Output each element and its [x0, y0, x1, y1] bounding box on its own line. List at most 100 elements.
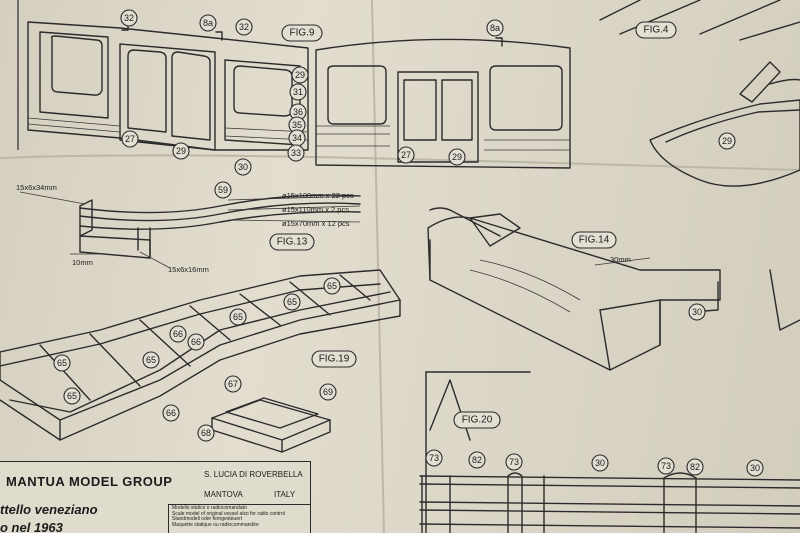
svg-text:66: 66 [166, 408, 176, 418]
callout-27: 27 [397, 146, 415, 164]
callout-30: 30 [234, 158, 252, 176]
paper-fold [0, 154, 800, 171]
callout-59: 59 [214, 181, 232, 199]
svg-text:65: 65 [146, 355, 156, 365]
dimension-label: 30mm [610, 255, 631, 264]
callout-73: 73 [657, 457, 675, 475]
svg-text:29: 29 [295, 70, 305, 80]
callout-73: 73 [505, 453, 523, 471]
title-divider [168, 504, 310, 505]
svg-text:65: 65 [57, 358, 67, 368]
callout-66: 66 [162, 404, 180, 422]
callout-82: 82 [468, 451, 486, 469]
model-legend: Modello statico o radiocomandato Scale m… [172, 505, 285, 528]
svg-text:73: 73 [429, 453, 439, 463]
svg-text:33: 33 [291, 148, 301, 158]
legend-line: Maquette statique ou radiocommandée [172, 521, 259, 528]
svg-text:32: 32 [239, 22, 249, 32]
svg-text:73: 73 [661, 461, 671, 471]
svg-text:34: 34 [292, 133, 302, 143]
svg-text:65: 65 [67, 391, 77, 401]
callout-65: 65 [229, 308, 247, 326]
svg-text:29: 29 [176, 146, 186, 156]
callout-33: 33 [287, 144, 305, 162]
fig19-frame [0, 269, 401, 441]
svg-text:29: 29 [722, 136, 732, 146]
svg-text:31: 31 [293, 87, 303, 97]
callout-29: 29 [448, 148, 466, 166]
callout-30: 30 [746, 459, 764, 477]
callout-68: 68 [197, 424, 215, 442]
callout-65: 65 [142, 351, 160, 369]
svg-text:66: 66 [191, 337, 201, 347]
svg-text:32: 32 [124, 13, 134, 23]
svg-text:FIG.4: FIG.4 [643, 25, 668, 36]
callout-29: 29 [291, 66, 309, 84]
fig4-hull-detail [599, 0, 800, 187]
svg-text:FIG.9: FIG.9 [289, 28, 314, 39]
svg-text:FIG.20: FIG.20 [462, 415, 493, 426]
callout-65: 65 [323, 277, 341, 295]
svg-text:27: 27 [125, 134, 135, 144]
title-divider [168, 504, 169, 533]
callout-34: 34 [288, 129, 306, 147]
company-town: S. LUCIA DI ROVERBELLA [204, 470, 303, 479]
svg-text:30: 30 [692, 307, 702, 317]
svg-text:65: 65 [327, 281, 337, 291]
svg-text:65: 65 [233, 312, 243, 322]
fig4-label: FIG.4 [635, 21, 677, 39]
svg-text:68: 68 [201, 428, 211, 438]
dimension-label: 15x6x34mm [16, 183, 57, 192]
svg-text:FIG.14: FIG.14 [579, 235, 610, 246]
svg-text:8a: 8a [203, 18, 213, 28]
model-name: ttello veneziano [0, 502, 98, 517]
legend-line: Modello statico o radiocomandato [172, 505, 247, 511]
company-city: MANTOVA [204, 490, 243, 499]
fig20-railing [419, 269, 800, 533]
callout-69: 69 [319, 383, 337, 401]
callout-82: 82 [686, 458, 704, 476]
fig9-label: FIG.9 [281, 24, 323, 42]
company-name: MANTUA MODEL GROUP [6, 474, 173, 489]
fig13-planking [19, 191, 361, 269]
title-block: MANTUA MODEL GROUP S. LUCIA DI ROVERBELL… [0, 461, 311, 533]
callout-67: 67 [224, 375, 242, 393]
fig14-label: FIG.14 [571, 231, 617, 249]
callout-29: 29 [718, 132, 736, 150]
callout-65: 65 [63, 387, 81, 405]
dowel-spec: ø15x110mm x 2 pcs [282, 205, 349, 214]
callout-32: 32 [235, 18, 253, 36]
fig19-plates [211, 397, 331, 453]
callout-30: 30 [591, 454, 609, 472]
callout-27: 27 [121, 130, 139, 148]
callout-8a: 8a [486, 19, 504, 37]
fig9-cabin-right [315, 37, 571, 169]
svg-text:30: 30 [238, 162, 248, 172]
svg-text:69: 69 [323, 387, 333, 397]
dowel-spec: ø15x70mm x 12 pcs [282, 219, 350, 228]
svg-text:30: 30 [750, 463, 760, 473]
fig14-block [427, 207, 721, 371]
svg-text:82: 82 [472, 455, 482, 465]
svg-text:59: 59 [218, 185, 228, 195]
paper-fold [371, 0, 385, 533]
dimension-label: 15x6x16mm [168, 265, 209, 274]
callout-73: 73 [425, 449, 443, 467]
svg-text:29: 29 [452, 152, 462, 162]
callout-35: 35 [288, 116, 306, 134]
callout-30: 30 [688, 303, 706, 321]
dowel-spec: ø15x100mm x 22 pcs [282, 191, 354, 200]
svg-text:66: 66 [173, 329, 183, 339]
callout-29: 29 [172, 142, 190, 160]
svg-text:8a: 8a [490, 23, 500, 33]
callout-31: 31 [289, 83, 307, 101]
callout-8a: 8a [199, 14, 217, 32]
svg-text:27: 27 [401, 150, 411, 160]
svg-text:FIG.19: FIG.19 [319, 354, 350, 365]
legend-line: Scale model of original vessel also for … [172, 510, 285, 517]
dimension-label: 10mm [72, 258, 93, 267]
callout-65: 65 [53, 354, 71, 372]
svg-text:35: 35 [292, 120, 302, 130]
svg-text:82: 82 [690, 462, 700, 472]
